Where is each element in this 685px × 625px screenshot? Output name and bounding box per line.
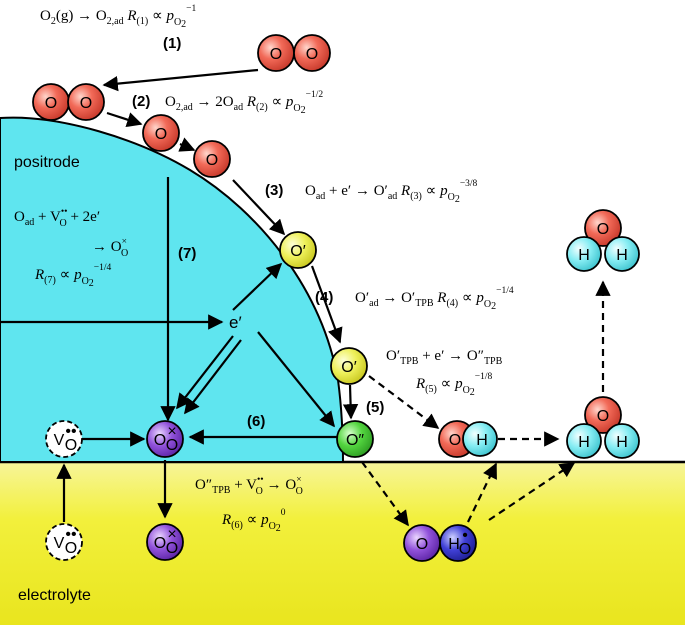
positrode-region <box>0 116 345 463</box>
svg-text:Oad + e′ → O′ad R(3) ∝ pO2−3: Oad + e′ → O′ad R(3) ∝ pO2−3/8 <box>305 179 478 205</box>
hydroxide-surface: O H <box>438 420 498 458</box>
svg-text:H: H <box>616 247 628 264</box>
oxygen-vacancy-surface: V •• O <box>45 420 83 458</box>
svg-text:H: H <box>448 536 460 553</box>
svg-text:O′TPB + e′ → O″TPB: O′TPB + e′ → O″TPB <box>386 348 503 367</box>
arrow-to-oxygen-bulk <box>361 461 409 527</box>
arrow-step-5 <box>342 384 359 420</box>
oxygen-double-ion-tpb: O″ <box>336 420 374 458</box>
svg-text:O: O <box>154 535 166 552</box>
svg-text:O: O <box>166 437 178 454</box>
arrow-electron-to-step-3 <box>232 262 283 311</box>
adsorbed-oxygen-atom-2: O <box>193 140 231 178</box>
step-7-label: (7) <box>178 245 196 262</box>
equation-3: Oad + e′ → O′ad R(3) ∝ pO2−3/8 <box>305 179 478 205</box>
dashed-arrows <box>361 280 611 527</box>
water-molecule-surface: O H H <box>566 396 640 459</box>
svg-text:O: O <box>155 126 167 143</box>
svg-text:R(6) ∝ pO20: R(6) ∝ pO20 <box>221 508 286 534</box>
svg-text:R(5) ∝ pO2−1/8: R(5) ∝ pO2−1/8 <box>415 372 493 398</box>
arrow-electron-to-step-7a <box>176 335 234 410</box>
svg-text:O: O <box>45 95 57 112</box>
svg-text:O2,ad → 2Oad R(2) ∝ pO2−1/2: O2,ad → 2Oad R(2) ∝ pO2−1/2 <box>165 90 323 116</box>
svg-text:R(7) ∝ pO2−1/4: R(7) ∝ pO2−1/4 <box>34 263 112 289</box>
svg-text:O: O <box>449 432 461 449</box>
svg-text:H: H <box>578 247 590 264</box>
solid-arrows <box>0 68 359 522</box>
svg-text:••: •• <box>65 423 76 440</box>
adsorbed-o2-molecule: O O <box>32 83 105 121</box>
positrode-label: positrode <box>14 154 80 171</box>
arrow-electron-to-step-5 <box>257 331 335 428</box>
step-1-label: (1) <box>163 35 181 52</box>
svg-text:×: × <box>167 526 176 543</box>
svg-text:O: O <box>416 536 428 553</box>
svg-text:V: V <box>54 432 65 449</box>
equation-2: O2,ad → 2Oad R(2) ∝ pO2−1/2 <box>165 90 323 116</box>
svg-text:O′ad → O′TPB R(4) ∝ pO2−1/4: O′ad → O′TPB R(4) ∝ pO2−1/4 <box>355 286 514 312</box>
arrow-step-3 <box>232 179 286 236</box>
svg-text:Oad + V••O + 2e′: Oad + V••O + 2e′ <box>14 207 100 229</box>
svg-text:O: O <box>597 408 609 425</box>
svg-text:→ O×O: → O×O <box>92 237 128 259</box>
arrow-proton-up <box>467 462 497 523</box>
svg-text:O: O <box>206 152 218 169</box>
svg-text:O″: O″ <box>346 432 364 449</box>
equation-6: O″TPB + V••O → O×O R(6) ∝ pO20 <box>195 475 303 534</box>
svg-text:O: O <box>65 437 77 454</box>
proton-defect-pair: O H • O <box>403 524 477 562</box>
svg-text:O: O <box>270 46 282 63</box>
step-5-label: (5) <box>366 399 384 416</box>
electron-label: e′ <box>229 313 242 332</box>
adsorbed-oxygen-atom-1: O <box>142 114 180 152</box>
arrow-to-hydroxide <box>368 375 440 429</box>
step-3-label: (3) <box>265 182 283 199</box>
arrow-proton-to-water <box>488 462 576 521</box>
svg-text:H: H <box>616 434 628 451</box>
equation-5: O′TPB + e′ → O″TPB R(5) ∝ pO2−1/8 <box>386 348 503 398</box>
svg-text:O: O <box>80 95 92 112</box>
svg-text:H: H <box>578 434 590 451</box>
svg-text:×: × <box>167 423 176 440</box>
step-6-label: (6) <box>247 413 265 430</box>
lattice-oxygen-bulk: O × O <box>146 523 184 561</box>
svg-text:••: •• <box>65 526 76 543</box>
svg-text:O′: O′ <box>341 359 356 376</box>
oxygen-vacancy-bulk: V •• O <box>45 523 83 561</box>
arrow-step-2a <box>106 111 143 128</box>
electrolyte-label: electrolyte <box>18 587 91 604</box>
arrow-step-2b <box>178 137 196 152</box>
svg-text:O: O <box>65 540 77 557</box>
arrow-electron-to-step-7b <box>184 339 242 415</box>
oxygen-ion-adsorbed: O′ <box>279 231 317 269</box>
svg-text:•: • <box>462 527 468 544</box>
svg-text:O′: O′ <box>290 243 305 260</box>
arrow-step-4 <box>310 265 343 344</box>
gas-o2-molecule: O O <box>257 34 331 72</box>
lattice-oxygen-surface: O × O <box>146 420 184 458</box>
svg-text:O: O <box>166 540 178 557</box>
svg-text:H: H <box>476 432 488 449</box>
svg-text:O: O <box>154 432 166 449</box>
equation-1: O2(g) → O2,ad R(1) ∝ pO2−1 <box>40 4 197 30</box>
svg-text:O: O <box>597 221 609 238</box>
equation-4: O′ad → O′TPB R(4) ∝ pO2−1/4 <box>355 286 514 312</box>
electrolyte-region <box>0 462 685 625</box>
svg-text:V: V <box>54 535 65 552</box>
svg-text:O2(g) → O2,ad R(1) ∝ pO2−1: O2(g) → O2,ad R(1) ∝ pO2−1 <box>40 4 197 30</box>
oxygen-ion-tpb: O′ <box>330 347 368 385</box>
svg-text:O: O <box>306 46 318 63</box>
step-2-label: (2) <box>132 93 150 110</box>
water-molecule-released: O H H <box>566 209 640 272</box>
equation-7: Oad + V••O + 2e′ → O×O R(7) ∝ pO2−1/4 <box>14 207 128 289</box>
svg-text:O: O <box>459 541 471 558</box>
arrow-step-1 <box>102 68 259 92</box>
